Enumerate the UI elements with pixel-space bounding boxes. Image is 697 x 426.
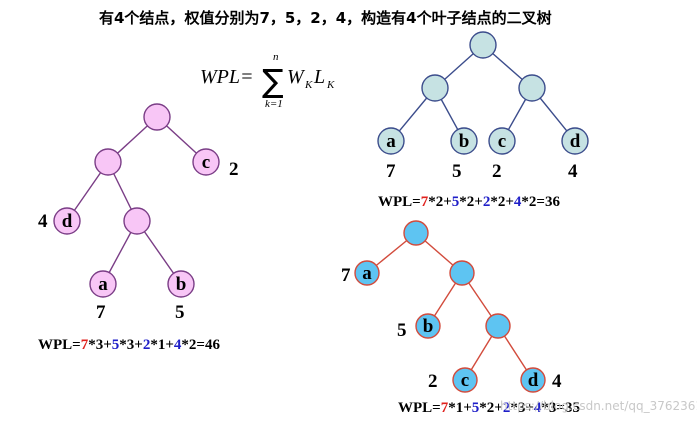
leaf-node [53,207,81,235]
wpl-part: WPL= [378,194,421,210]
wpl-result-pink: WPL=7*3+5*3+2*1+4*2=46 [38,337,220,353]
wpl-part: WPL= [38,337,81,353]
wpl-part: *3+ [88,337,112,353]
leaf-label: d [570,131,581,152]
wpl-part: *3+ [119,337,143,353]
leaf-weight: 4 [38,211,48,232]
formula-sum-lower: k=1 [265,98,283,110]
formula-term-w: W [287,66,306,88]
leaf-node [192,148,220,176]
leaf-node [89,270,117,298]
wpl-part: *2=36 [521,194,560,210]
leaf-weight: 2 [492,161,502,182]
wpl-part: *3=35 [541,400,580,416]
formula-term-l: L [313,66,325,88]
wpl-part: 4 [514,194,522,210]
internal-node [403,220,429,246]
leaf-weight: 4 [568,161,578,182]
leaf-node [377,127,405,155]
wpl-part: *3+ [510,400,534,416]
formula-term-l-sub: K [326,79,335,91]
wpl-part: *2+ [490,194,514,210]
wpl-part: *2+ [459,194,483,210]
leaf-weight: 5 [397,320,407,341]
formula-lhs: WPL= [200,66,254,88]
leaf-weight: 7 [341,265,351,286]
wpl-result-blue: WPL=7*1+5*2+2*3+4*3=35 [398,400,580,416]
wpl-part: 5 [452,194,460,210]
internal-node [518,74,546,102]
tree-blue: a b c d 7 5 2 4 [341,220,562,393]
leaf-label: d [528,370,539,391]
leaf-weight: 7 [96,302,106,323]
wpl-part: WPL= [398,400,441,416]
leaf-node [488,127,516,155]
internal-node [421,74,449,102]
leaf-weight: 7 [386,161,396,182]
leaf-weight: 2 [229,159,239,180]
wpl-formula: WPL= ∑ n k=1 W K L K [200,51,335,110]
tree-teal: a b c d 7 5 2 4 [377,31,589,182]
wpl-part: 2 [483,194,491,210]
wpl-part: *1+ [150,337,174,353]
internal-node [485,313,511,339]
leaf-weight: 2 [428,371,438,392]
leaf-label: a [386,131,396,152]
wpl-part: 7 [81,337,89,353]
wpl-part: *2+ [428,194,452,210]
leaf-label: b [459,131,470,152]
internal-node [123,207,151,235]
internal-node [94,148,122,176]
wpl-part: 5 [472,400,480,416]
leaf-label: c [498,131,506,152]
page-title: 有4个结点，权值分别为7，5，2，4，构造有4个叶子结点的二叉树 [99,9,552,27]
leaf-node [167,270,195,298]
leaf-weight: 5 [175,302,185,323]
watermark-text: https://blog.csdn.net/qq_37623612 [500,399,697,413]
wpl-part: *2+ [479,400,503,416]
leaf-label: b [423,316,434,337]
wpl-part: 4 [534,400,542,416]
leaf-label: d [62,211,73,232]
sigma-symbol: ∑ [262,62,284,100]
tree-pink: c d a b 2 4 7 5 [38,103,239,323]
wpl-part: 2 [143,337,151,353]
internal-node [469,31,497,59]
internal-node [449,260,475,286]
leaf-node [561,127,589,155]
leaf-node [450,127,478,155]
wpl-part: 4 [174,337,182,353]
wpl-part: *2=46 [181,337,220,353]
leaf-label: c [461,370,469,391]
wpl-part: 7 [421,194,429,210]
wpl-result-teal: WPL=7*2+5*2+2*2+4*2=36 [378,194,560,210]
leaf-weight: 5 [452,161,462,182]
leaf-weight: 4 [552,371,562,392]
leaf-label: c [202,152,210,173]
leaf-label: a [98,274,108,295]
leaf-label: b [176,274,187,295]
wpl-part: 2 [503,400,511,416]
leaf-node [354,260,380,286]
formula-term-w-sub: K [304,79,313,91]
formula-sum-upper: n [273,51,279,63]
leaf-label: a [362,263,372,284]
leaf-node [452,367,478,393]
leaf-node [415,313,441,339]
wpl-part: 5 [112,337,120,353]
wpl-part: 7 [441,400,449,416]
internal-node [143,103,171,131]
leaf-node [520,367,546,393]
wpl-part: *1+ [448,400,472,416]
